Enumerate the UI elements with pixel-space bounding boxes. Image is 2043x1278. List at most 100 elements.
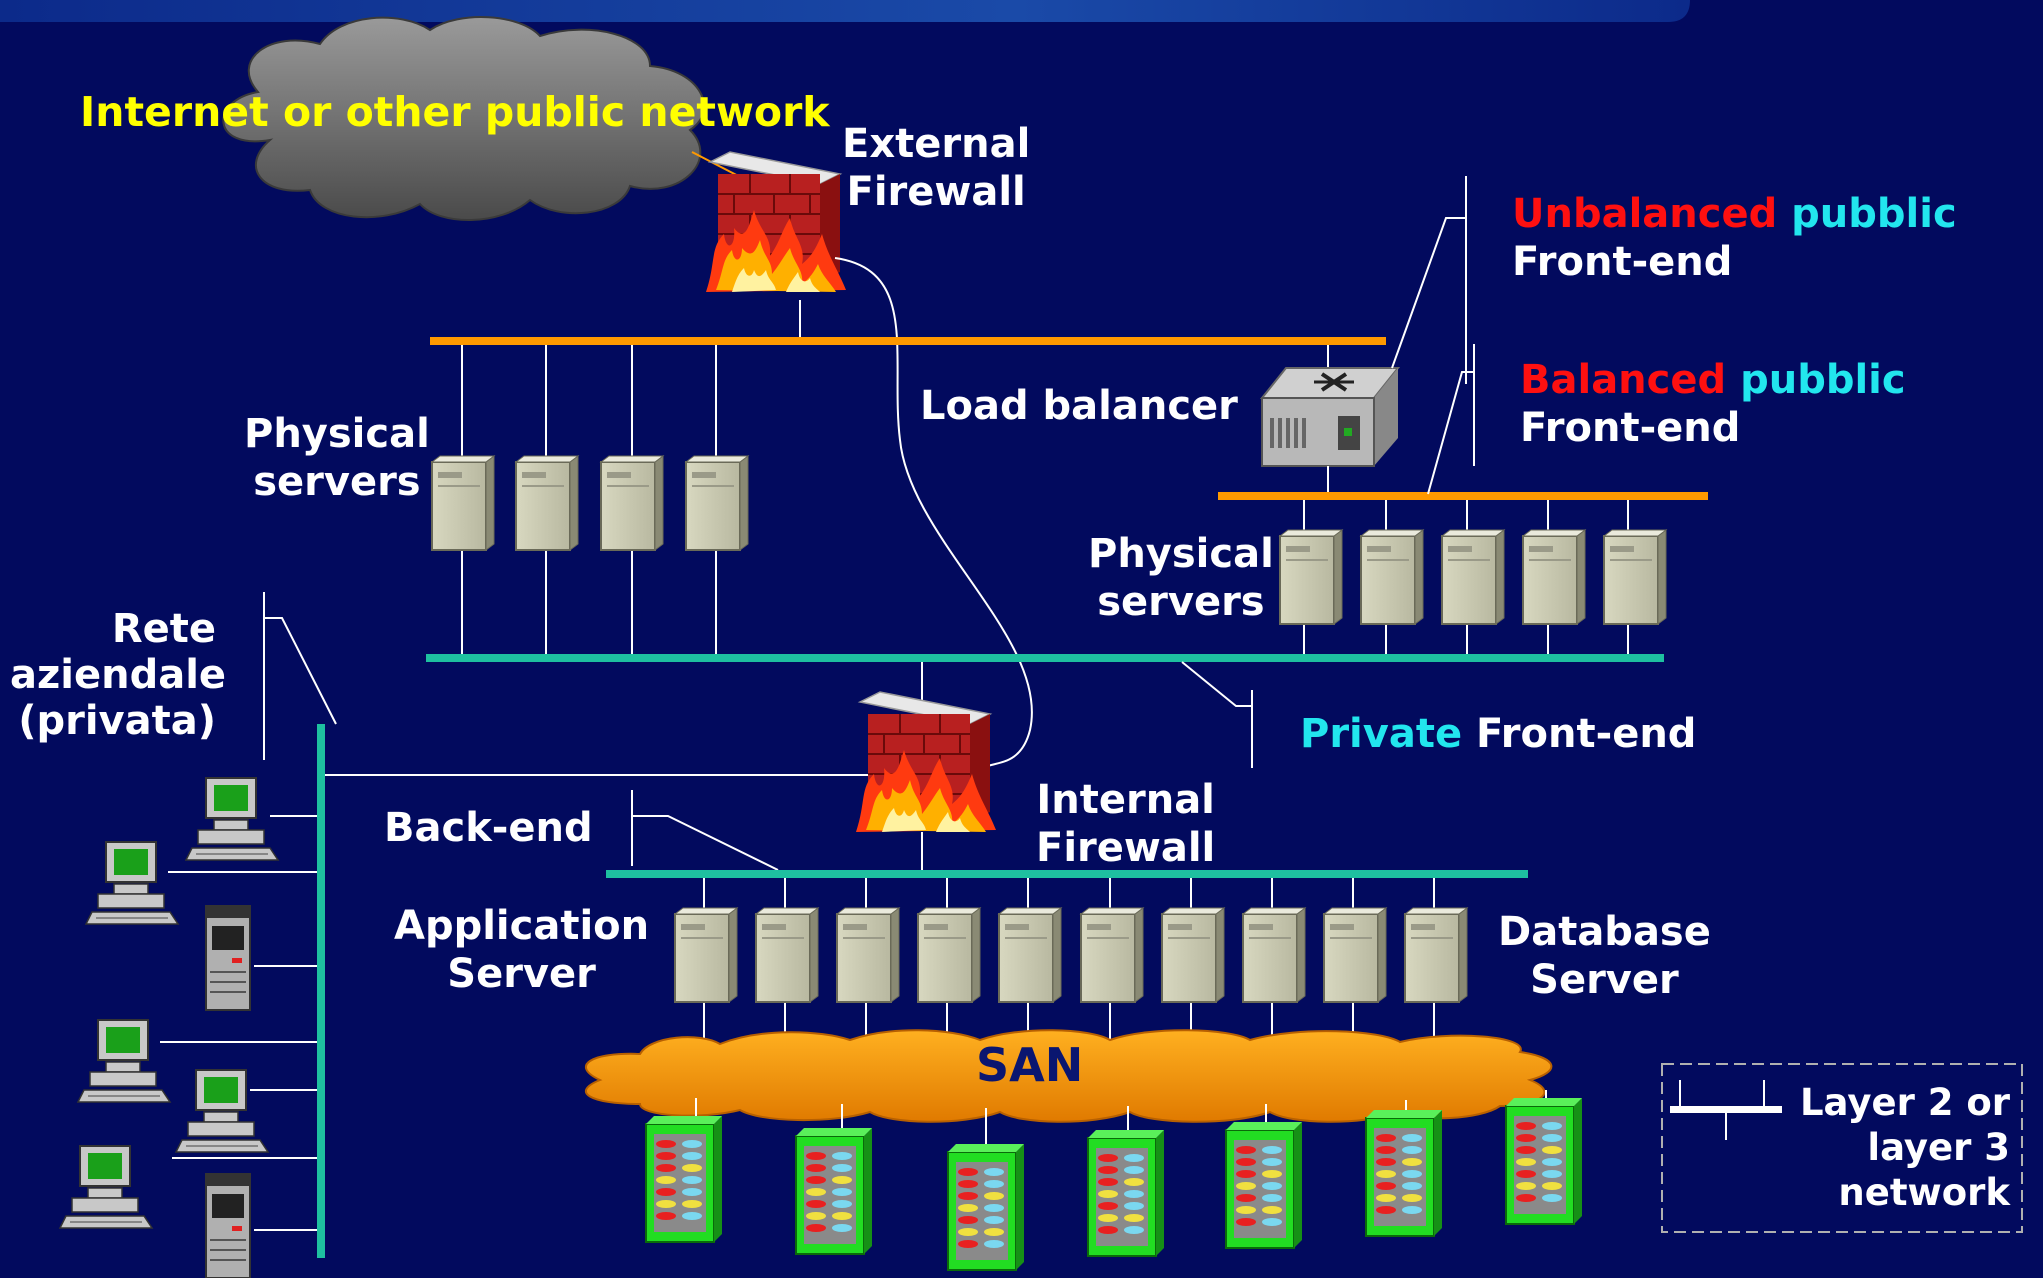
rete-line-1: Rete xyxy=(111,606,216,652)
application-server-line-2: Server xyxy=(447,951,596,997)
workstation-icon xyxy=(59,1145,153,1229)
server-icon xyxy=(1522,529,1586,625)
rete-line-3: (privata) xyxy=(18,698,216,744)
internet-cloud-icon xyxy=(222,16,706,221)
public-bus-lower xyxy=(1218,492,1708,500)
workstation-icon xyxy=(77,1019,171,1103)
storage-array-icon xyxy=(645,1115,723,1243)
backend-bracket xyxy=(631,790,779,871)
tower-pc-icon xyxy=(205,905,251,1011)
rete-line-2: aziendale xyxy=(10,652,227,698)
server-icon xyxy=(1279,529,1343,625)
server-icon xyxy=(685,455,749,551)
balanced-frontend-label: Balanced pubblic Front-end xyxy=(1520,356,1906,452)
storage-array-icon xyxy=(1225,1121,1303,1249)
physical-left-line-2: servers xyxy=(253,459,421,505)
balanced-word: Balanced xyxy=(1520,357,1727,403)
internal-firewall-label: Internal Firewall xyxy=(1036,776,1215,872)
external-firewall-line-2: Firewall xyxy=(846,169,1026,215)
unbalanced-frontend-word: Front-end xyxy=(1512,239,1733,285)
backend-servers xyxy=(674,907,1468,1003)
external-firewall-icon xyxy=(705,151,847,293)
database-server-label: Database Server xyxy=(1498,908,1711,1004)
server-icon xyxy=(1080,907,1144,1003)
left-physical-servers xyxy=(431,455,749,551)
storage-array-icon xyxy=(1087,1129,1165,1257)
server-icon xyxy=(674,907,738,1003)
load-balancer-icon xyxy=(1259,367,1401,467)
private-frontend-bracket xyxy=(1181,661,1253,768)
load-balancer-label: Load balancer xyxy=(920,383,1238,429)
workstation-icon xyxy=(185,777,279,861)
tower-pc-icon xyxy=(205,1173,251,1278)
unbalanced-bracket xyxy=(1391,176,1467,384)
physical-servers-right-label: Physical servers xyxy=(1088,530,1274,626)
corporate-clients xyxy=(59,777,279,1278)
storage-arrays xyxy=(645,1097,1583,1271)
server-icon xyxy=(998,907,1062,1003)
balanced-pubblic-word: pubblic xyxy=(1740,357,1906,403)
private-word: Private xyxy=(1300,711,1463,757)
backend-bus xyxy=(606,870,1528,878)
server-icon xyxy=(1161,907,1225,1003)
rete-aziendale-label: Rete aziendale (privata) xyxy=(10,606,227,744)
server-icon xyxy=(600,455,664,551)
server-icon xyxy=(431,455,495,551)
unbalanced-word: Unbalanced xyxy=(1512,191,1778,237)
san-label: SAN xyxy=(976,1038,1084,1092)
rete-bracket xyxy=(263,592,337,760)
corporate-lan-bus xyxy=(317,724,325,1258)
dmz-link-cable xyxy=(834,257,1033,771)
server-icon xyxy=(836,907,900,1003)
database-server-line-1: Database xyxy=(1498,909,1711,955)
unbalanced-pubblic-word: pubblic xyxy=(1791,191,1957,237)
unbalanced-frontend-label: Unbalanced pubblic Front-end xyxy=(1512,190,1957,286)
workstation-icon xyxy=(175,1069,269,1153)
storage-array-icon xyxy=(947,1143,1025,1271)
san-cloud-icon xyxy=(585,1029,1553,1123)
balanced-frontend-word: Front-end xyxy=(1520,405,1741,451)
server-icon xyxy=(917,907,981,1003)
server-icon xyxy=(1404,907,1468,1003)
external-firewall-label: External Firewall xyxy=(842,120,1030,216)
server-icon xyxy=(1603,529,1667,625)
database-server-line-2: Server xyxy=(1530,957,1679,1003)
external-firewall-line-1: External xyxy=(842,121,1031,167)
public-bus-upper xyxy=(430,337,1386,345)
application-server-line-1: Application xyxy=(394,903,650,949)
legend-label: Layer 2 or layer 3 network xyxy=(1780,1080,2010,1215)
private-frontend-word: Front-end xyxy=(1476,711,1697,757)
legend-box xyxy=(1661,1063,2023,1233)
storage-array-icon xyxy=(1365,1109,1443,1237)
legend-line-1: Layer 2 or xyxy=(1799,1081,2010,1124)
balanced-bracket xyxy=(1427,344,1475,495)
application-server-label: Application Server xyxy=(394,902,649,998)
private-frontend-bus xyxy=(426,654,1664,662)
storage-array-icon xyxy=(1505,1097,1583,1225)
title-band xyxy=(0,0,1690,22)
physical-servers-left-label: Physical servers xyxy=(244,410,430,506)
legend-network-symbol xyxy=(1670,1106,1782,1113)
server-icon xyxy=(1441,529,1505,625)
legend-line-2: layer 3 xyxy=(1867,1126,2010,1170)
server-icon xyxy=(1323,907,1387,1003)
physical-right-line-1: Physical xyxy=(1088,531,1274,577)
internal-firewall-icon xyxy=(855,691,997,833)
internal-firewall-line-2: Firewall xyxy=(1036,825,1216,871)
server-icon xyxy=(515,455,579,551)
internet-label: Internet or other public network xyxy=(80,88,830,136)
internal-firewall-line-1: Internal xyxy=(1036,777,1215,823)
server-icon xyxy=(1242,907,1306,1003)
workstation-icon xyxy=(85,841,179,925)
storage-array-icon xyxy=(795,1127,873,1255)
physical-right-line-2: servers xyxy=(1097,579,1265,625)
private-frontend-label: Private Front-end xyxy=(1300,710,1696,758)
legend-line-3: network xyxy=(1838,1171,2010,1215)
right-physical-servers xyxy=(1279,529,1667,625)
physical-left-line-1: Physical xyxy=(244,411,430,457)
server-icon xyxy=(755,907,819,1003)
server-icon xyxy=(1360,529,1424,625)
backend-label: Back-end xyxy=(384,805,593,851)
